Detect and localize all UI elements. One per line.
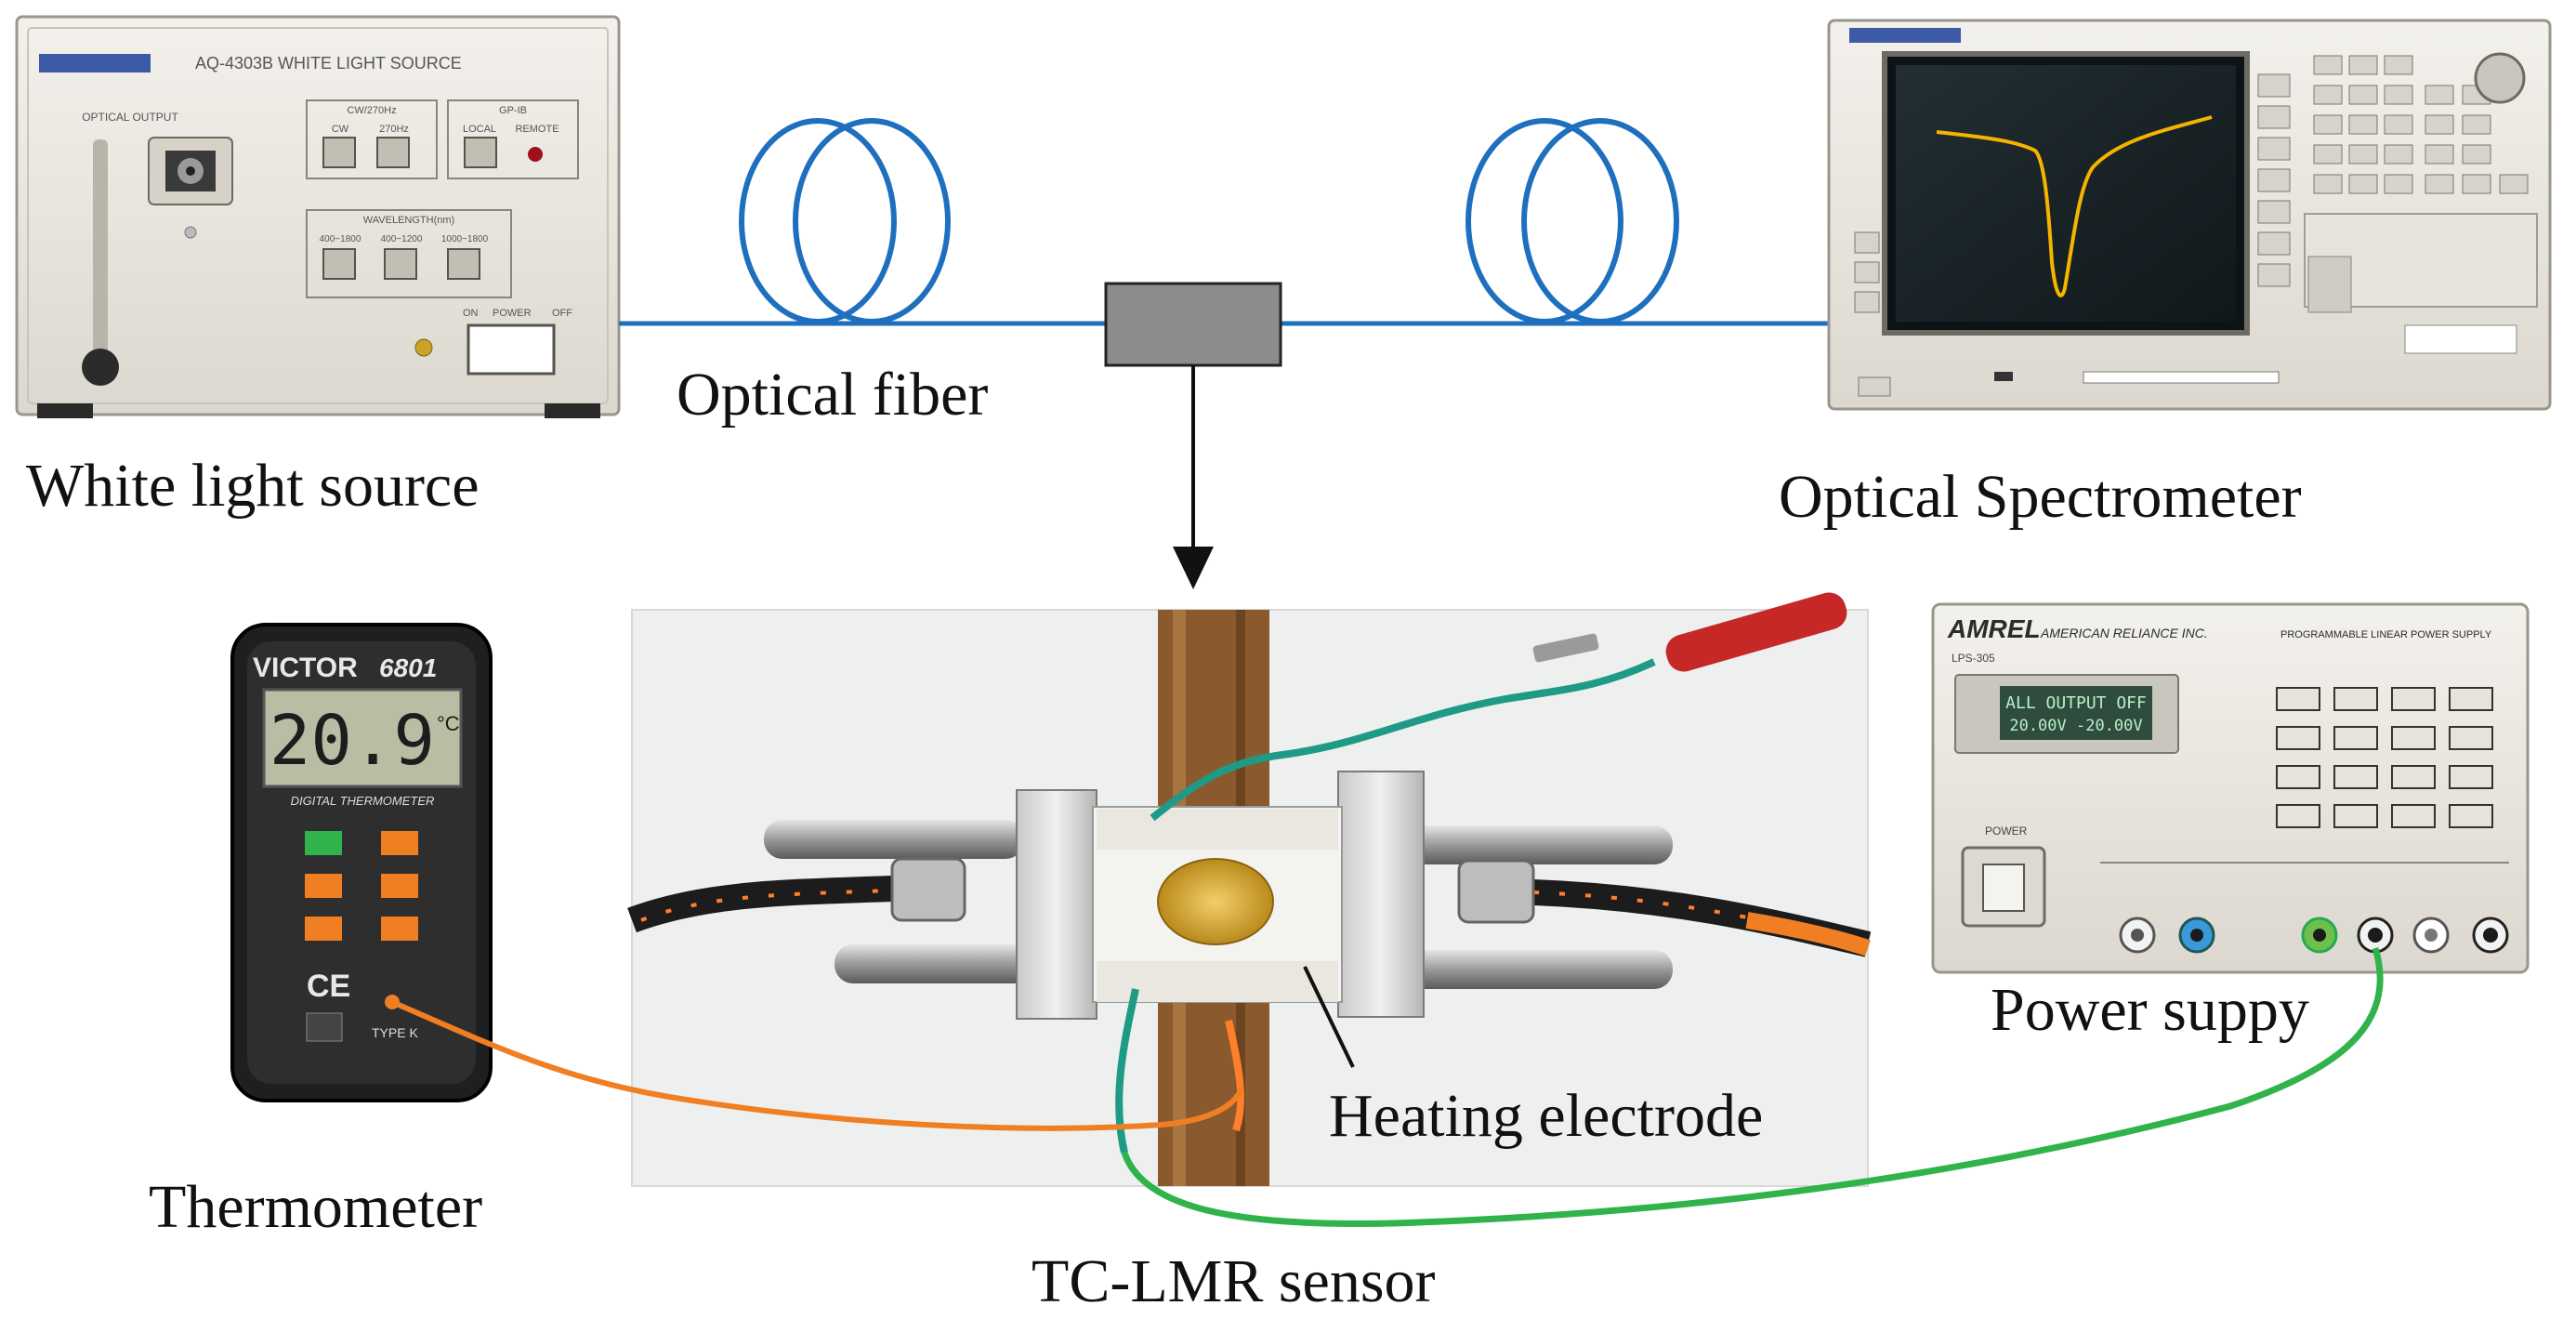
cw-label: CW xyxy=(332,124,349,135)
cw-button[interactable] xyxy=(322,137,356,168)
label-optical-fiber: Optical fiber xyxy=(677,361,988,429)
wl1-label: 400~1800 xyxy=(320,234,361,244)
osa-logo xyxy=(1849,28,1961,43)
thermo-reading: 20.9 xyxy=(269,701,435,781)
wl3-label: 1000~1800 xyxy=(441,234,489,244)
optical-spectrometer xyxy=(1827,19,2552,411)
local-button[interactable] xyxy=(464,137,497,168)
label-white-light-source: White light source xyxy=(26,452,480,520)
gpib-group-label: GP-IB xyxy=(499,105,527,116)
osa-keypad xyxy=(2313,55,2529,194)
spectrum-curve xyxy=(1936,115,2213,297)
ps-company: AMERICAN RELIANCE INC. xyxy=(2040,626,2208,640)
thermo-model: 6801 xyxy=(379,653,437,682)
power-wire xyxy=(1121,946,2384,1227)
thermo-unit: °C xyxy=(437,712,460,735)
ce-mark: CE xyxy=(307,969,350,1004)
thermo-button-5[interactable] xyxy=(305,917,342,941)
wls-power-label: POWER xyxy=(493,308,532,319)
wl2-button[interactable] xyxy=(384,248,417,280)
ps-lcd-line1: ALL OUTPUT OFF xyxy=(2005,693,2147,713)
ps-brand: AMREL xyxy=(1947,614,2041,643)
thermo-hold-button[interactable] xyxy=(381,831,418,855)
fiber-connector xyxy=(82,349,119,386)
ps-power-label: POWER xyxy=(1985,824,2028,838)
label-power-supply: Power suppy xyxy=(1991,976,2309,1044)
power-led xyxy=(414,338,433,357)
tc-lmr-sensor-photo xyxy=(627,592,1872,1187)
hz-button[interactable] xyxy=(376,137,410,168)
wls-on-label: ON xyxy=(463,308,479,319)
arrow-head-icon xyxy=(1173,547,1214,589)
cw-group-label: CW/270Hz xyxy=(347,105,396,116)
ps-keypad xyxy=(2276,687,2493,828)
coupler-icon xyxy=(1104,282,1282,367)
osa-drive xyxy=(2307,256,2352,313)
wl2-label: 400~1200 xyxy=(381,234,423,244)
thermo-power-button[interactable] xyxy=(305,831,342,855)
label-thermometer: Thermometer xyxy=(149,1173,482,1241)
thermo-lcd xyxy=(262,688,463,788)
wl3-button[interactable] xyxy=(447,248,480,280)
osa-power-button[interactable] xyxy=(1858,376,1891,397)
alligator-clip xyxy=(1665,592,1847,672)
wls-off-label: OFF xyxy=(552,308,572,319)
brand-logo xyxy=(39,54,151,73)
ps-lcd xyxy=(2000,686,2152,740)
remote-led xyxy=(528,147,543,162)
fiber-coil-icon xyxy=(739,118,951,324)
optical-fiber xyxy=(619,118,1829,589)
ps-title: PROGRAMMABLE LINEAR POWER SUPPLY xyxy=(2280,629,2492,640)
label-heating-electrode: Heating electrode xyxy=(1329,1082,1763,1150)
thermo-brand: VICTOR xyxy=(253,653,358,683)
heating-electrode-pointer xyxy=(1303,966,1355,1068)
osa-softkeys xyxy=(1854,73,2291,313)
floppy-slot xyxy=(2083,371,2280,384)
ps-lcd-line2: 20.00V -20.00V xyxy=(2009,717,2142,735)
label-optical-spectrometer: Optical Spectrometer xyxy=(1779,463,2302,531)
white-light-source: AQ-4303B WHITE LIGHT SOURCE OPTICAL OUTP… xyxy=(15,15,621,418)
label-tc-lmr-sensor: TC-LMR sensor xyxy=(1032,1247,1436,1315)
power-supply: AMREL AMERICAN RELIANCE INC. PROGRAMMABL… xyxy=(1931,602,2530,974)
hz-label: 270Hz xyxy=(379,124,409,135)
thermo-button-4[interactable] xyxy=(381,874,418,898)
local-label: LOCAL xyxy=(463,124,496,135)
remote-label: REMOTE xyxy=(515,124,559,135)
thermo-subtitle: DIGITAL THERMOMETER xyxy=(291,794,435,808)
ps-model: LPS-305 xyxy=(1952,652,1995,665)
wl1-button[interactable] xyxy=(322,248,356,280)
sensor-film xyxy=(1157,858,1274,945)
ps-terminals xyxy=(2119,917,2509,954)
thermo-button-6[interactable] xyxy=(381,917,418,941)
power-switch[interactable] xyxy=(467,323,556,376)
thermometer: VICTOR 6801 20.9 °C DIGITAL THERMOMETER … xyxy=(230,623,493,1102)
thermo-type: TYPE K xyxy=(372,1025,418,1040)
wls-model: AQ-4303B WHITE LIGHT SOURCE xyxy=(195,54,462,73)
wls-optical-output-label: OPTICAL OUTPUT xyxy=(82,111,178,124)
osa-knob[interactable] xyxy=(2474,52,2526,104)
thermo-button-3[interactable] xyxy=(305,874,342,898)
wavelength-group-label: WAVELENGTH(nm) xyxy=(363,215,454,226)
thermocouple-wire xyxy=(390,999,1244,1131)
fiber-coil-icon xyxy=(1465,118,1679,324)
